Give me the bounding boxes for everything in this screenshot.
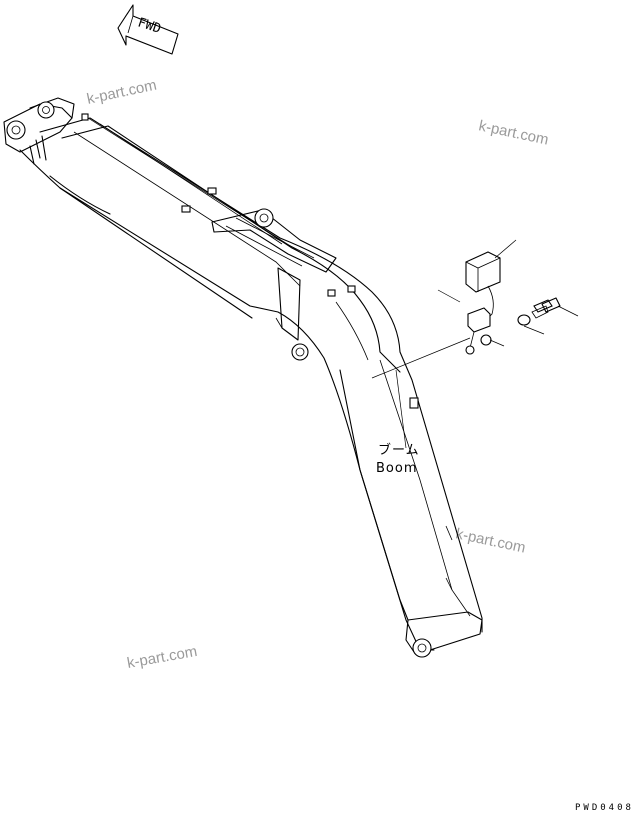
bolt-and-washer <box>517 297 579 335</box>
watermark-4: k-part.com <box>126 643 199 672</box>
fwd-label: FWD <box>136 15 163 37</box>
fwd-arrow: FWD <box>117 4 179 55</box>
boom-label: ブーム Boom <box>376 369 420 476</box>
watermark-3: k-part.com <box>454 525 527 556</box>
watermark-2: k-part.com <box>477 117 550 148</box>
boom-label-english: Boom <box>376 461 418 476</box>
drawing-code: PWD0408 <box>575 803 634 813</box>
boom-drawing <box>3 97 483 658</box>
watermark-1: k-part.com <box>85 77 158 108</box>
lamp-assembly <box>437 239 517 355</box>
boom-label-japanese: ブーム <box>378 442 420 458</box>
